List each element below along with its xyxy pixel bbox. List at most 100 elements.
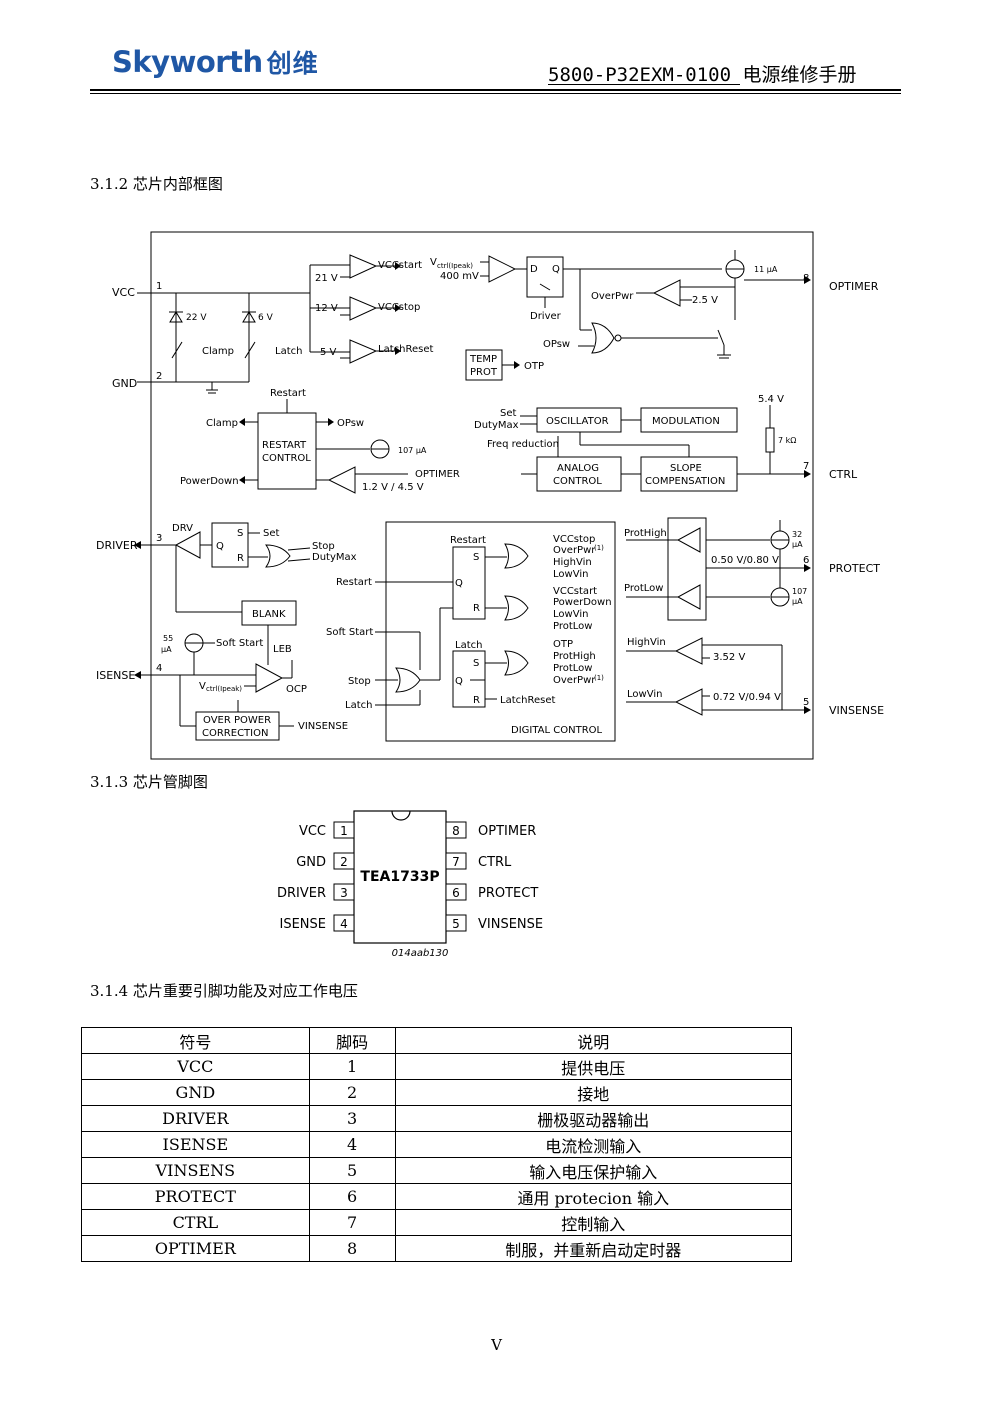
lbl-highvin: HighVin <box>553 557 592 568</box>
lbl-protlow-3: ProtLow <box>624 583 663 594</box>
cell-symbol: CTRL <box>81 1209 310 1236</box>
lbl-vccstart-2: VCCstart <box>553 586 597 597</box>
lbl-otp: OTP <box>524 361 544 372</box>
lbl-2v5: 2.5 V <box>692 295 718 306</box>
lbl-107ua-2: µA <box>792 597 803 606</box>
lbl-freq-reduction: Freq reduction <box>487 439 559 450</box>
sr-flipflop-2 <box>452 546 486 620</box>
lbl-protlow-2: ProtLow <box>553 663 592 674</box>
cell-symbol: VINSENS <box>81 1157 310 1184</box>
lbl-set2: Set <box>263 528 280 539</box>
cell-description: 接地 <box>394 1079 793 1106</box>
lbl-0v50: 0.50 V/0.80 V <box>711 555 779 566</box>
lbl-s1: S <box>237 528 243 539</box>
lbl-modulation: MODULATION <box>652 416 720 427</box>
lbl-r2: R <box>473 603 480 614</box>
cell-description: 输入电压保护输入 <box>394 1157 793 1184</box>
pin-name-left: VCC <box>299 824 326 839</box>
lbl-restart-3: Restart <box>450 535 486 546</box>
lbl-vctrl2-sub: ctrl(Ipeak) <box>206 685 242 693</box>
table-header-row: 符号 脚码 说明 <box>81 1027 793 1054</box>
lbl-compensation: COMPENSATION <box>645 476 725 487</box>
comp-ocp <box>255 663 284 693</box>
chip-body <box>353 810 447 944</box>
or-gate-2 <box>504 543 529 569</box>
lbl-protlow: ProtLow <box>553 621 592 632</box>
cell-pin: 4 <box>308 1131 396 1158</box>
lbl-ocp: OCP <box>286 684 307 695</box>
lbl-opsw2: OPsw <box>337 418 364 429</box>
section-heading-block-diagram: 3.1.2 芯片内部框图 <box>90 175 223 193</box>
pin-label-vcc: VCC <box>112 286 135 299</box>
lbl-32ua: µA <box>792 540 803 549</box>
sr-flipflop-3 <box>452 650 486 708</box>
comp-vctrl <box>488 255 517 283</box>
lbl-restart-control-2: CONTROL <box>262 453 311 464</box>
pin-num-3: 3 <box>156 533 162 544</box>
cell-symbol: OPTIMER <box>81 1235 310 1262</box>
doc-title: 5800-P32EXM-0100 电源维修手册 <box>548 64 857 86</box>
lbl-note-1a: (1) <box>594 544 604 552</box>
lbl-latch-2: Latch <box>345 700 372 711</box>
pin-num-6: 6 <box>803 555 809 566</box>
pin-label-isense: ISENSE <box>96 669 135 682</box>
cell-pin: 5 <box>308 1157 396 1184</box>
lbl-107ua: 107 µA <box>398 446 427 455</box>
pin-box-right <box>445 852 467 870</box>
lbl-slope: SLOPE <box>670 463 702 474</box>
lbl-analog: ANALOG <box>557 463 599 474</box>
lbl-digital-control: DIGITAL CONTROL <box>511 725 603 736</box>
lbl-lowvin-3: LowVin <box>627 689 662 700</box>
pin-box-right <box>445 914 467 932</box>
pin-box-left <box>333 821 355 839</box>
pin-name-right: CTRL <box>478 855 512 870</box>
lbl-1v2-4v5: 1.2 V / 4.5 V <box>362 482 424 493</box>
lbl-prot: PROT <box>470 367 498 378</box>
cell-symbol: GND <box>81 1079 310 1106</box>
lbl-400mv: 400 mV <box>440 271 479 282</box>
chip-notch <box>391 810 411 821</box>
page-number: V <box>491 1336 502 1354</box>
pin-number-right: 6 <box>452 886 460 900</box>
cell-symbol: ISENSE <box>81 1131 310 1158</box>
lbl-powerdown: PowerDown <box>180 476 239 487</box>
lbl-vccstart: VCCstart <box>378 260 422 271</box>
zener-22v <box>169 311 183 323</box>
pin-number-left: 3 <box>340 886 348 900</box>
chip-code: 014aab130 <box>392 948 449 959</box>
pin-name-right: PROTECT <box>478 886 538 901</box>
pin-label-driver: DRIVER <box>96 539 138 552</box>
lbl-over-power: OVER POWER <box>203 715 271 726</box>
latch-switch <box>244 341 256 359</box>
lbl-latchreset-2: LatchReset <box>500 695 555 706</box>
pin-box-left <box>333 883 355 901</box>
lbl-control: CONTROL <box>553 476 602 487</box>
lbl-lowvin: LowVin <box>553 569 588 580</box>
lbl-3v52: 3.52 V <box>713 652 745 663</box>
lbl-prothigh-2: ProtHigh <box>624 528 667 539</box>
lbl-restart-2: Restart <box>336 577 372 588</box>
lbl-vccstop: VCCstop <box>378 302 420 313</box>
lbl-55ua: µA <box>161 645 172 654</box>
header-rule-thin <box>90 93 901 94</box>
lbl-11ua: 11 µA <box>754 265 778 274</box>
pin-label-optimer: OPTIMER <box>829 280 879 293</box>
lbl-restart: Restart <box>270 388 306 399</box>
pin-num-5: 5 <box>803 697 809 708</box>
cell-pin: 8 <box>308 1235 396 1262</box>
pin-number-left: 4 <box>340 917 348 931</box>
lbl-5v: 5 V <box>320 347 337 358</box>
lbl-107: 107 <box>792 587 807 596</box>
pin-name-left: GND <box>296 855 326 870</box>
lbl-stop: Stop <box>312 541 335 552</box>
lbl-opsw: OPsw <box>543 339 570 350</box>
cell-symbol: VCC <box>81 1053 310 1080</box>
lbl-7kohm: 7 kΩ <box>778 436 796 445</box>
pin-number-right: 5 <box>452 917 460 931</box>
